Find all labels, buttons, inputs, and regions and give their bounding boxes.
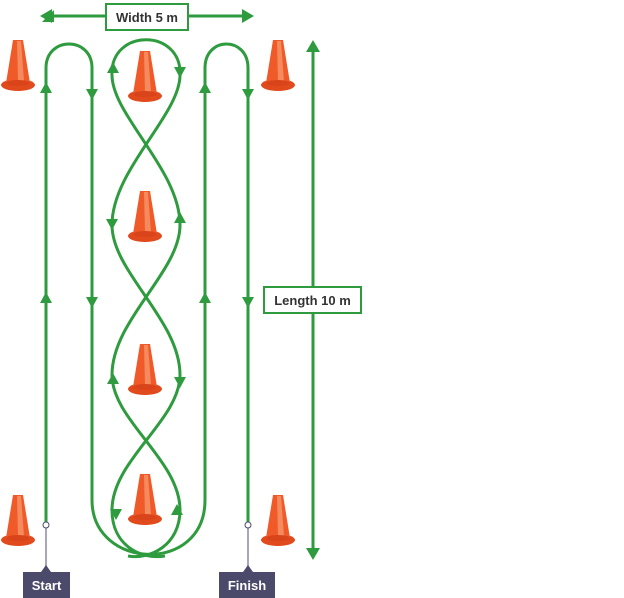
cone-icon: [128, 474, 162, 525]
eight-curve-a: [110, 74, 182, 559]
length-label: Length 10 m: [263, 286, 362, 314]
left-lane-path: [44, 42, 94, 525]
direction-arrows: [40, 9, 320, 560]
cone-icon: [261, 495, 295, 546]
route-paths: [44, 14, 315, 559]
eight-top-arc: [110, 38, 182, 76]
cone-icon: [1, 40, 35, 91]
eight-curve-b: [110, 74, 182, 559]
cone-icon: [128, 344, 162, 395]
cone-icon: [128, 51, 162, 102]
pins: [41, 521, 253, 572]
width-label: Width 5 m: [105, 3, 189, 31]
start-label: Start: [23, 572, 70, 598]
right-lane-path: [90, 42, 250, 556]
cone-icon: [128, 191, 162, 242]
cone-icon: [261, 40, 295, 91]
finish-label: Finish: [219, 572, 275, 598]
cone-icon: [1, 495, 35, 546]
